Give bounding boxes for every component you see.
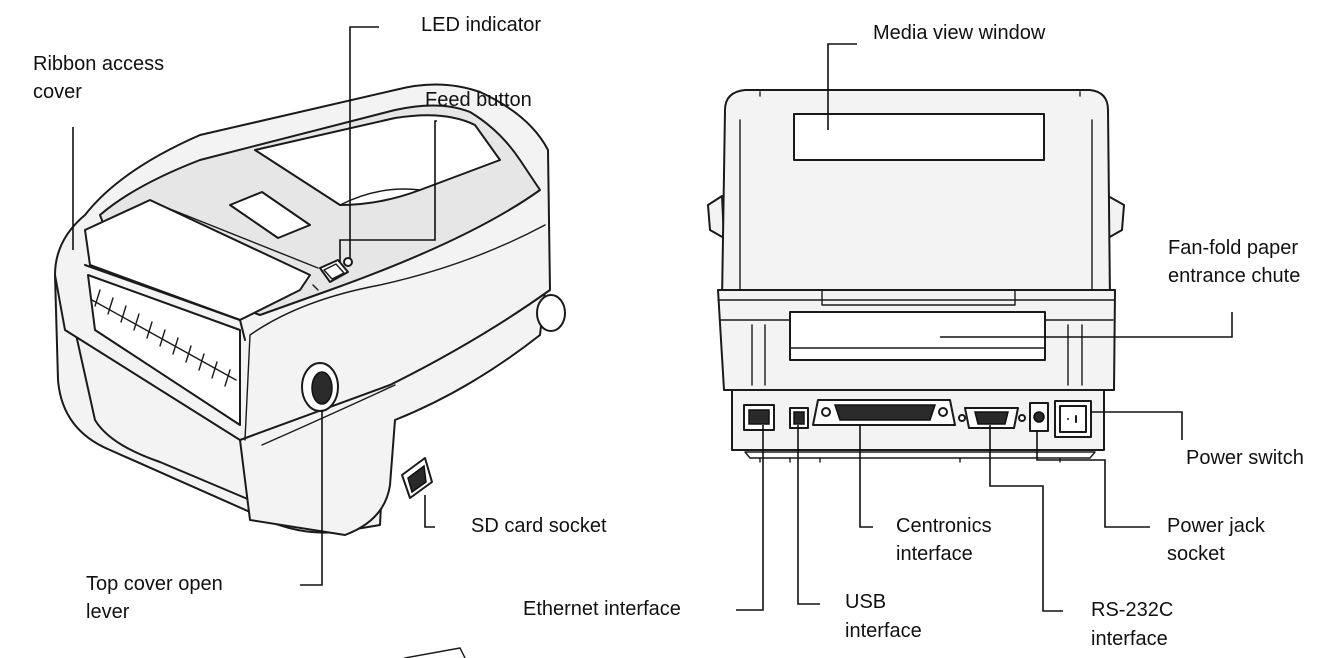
label-media-view-window: Media view window	[873, 22, 1046, 44]
label-ethernet-interface: Ethernet interface	[523, 598, 681, 620]
usb-port	[789, 407, 809, 429]
power-switch	[1054, 400, 1092, 438]
label-top-cover-lever-line2: lever	[86, 601, 130, 623]
ethernet-port	[743, 404, 775, 431]
paper-exit-slot	[87, 274, 241, 426]
fan-fold-paper-chute	[789, 311, 1046, 361]
power-jack-socket	[1029, 402, 1049, 432]
feed-button	[312, 259, 349, 291]
label-feed-button: Feed button	[425, 89, 532, 111]
tear-bar	[91, 289, 237, 387]
front-leader-lines	[72, 26, 437, 586]
side-knob	[536, 294, 566, 332]
top-media-window	[254, 114, 501, 206]
label-power-switch: Power switch	[1186, 447, 1304, 469]
label-rs232-line1: RS-232C	[1091, 599, 1173, 621]
rs232-port	[958, 407, 1026, 429]
label-sd-card-socket: SD card socket	[471, 515, 607, 537]
label-fan-fold-line1: Fan-fold paper	[1168, 237, 1298, 259]
label-usb-line1: USB	[845, 591, 886, 613]
label-top-cover-lever-line1: Top cover open	[86, 573, 223, 595]
label-centronics-line1: Centronics	[896, 515, 992, 537]
label-centronics-line2: interface	[896, 543, 973, 565]
right-ear	[1107, 195, 1125, 239]
page-corner-fragment	[404, 647, 466, 658]
printer-rear-view	[707, 89, 1125, 463]
left-ear	[707, 195, 725, 239]
centronics-port	[812, 399, 956, 426]
label-led-indicator: LED indicator	[421, 14, 541, 36]
top-cover-open-lever	[301, 362, 339, 412]
label-rs232-line2: interface	[1091, 628, 1168, 650]
label-usb-line2: interface	[845, 620, 922, 642]
label-power-jack-line1: Power jack	[1167, 515, 1266, 537]
rear-side-grooves	[751, 324, 1083, 386]
label-ribbon-access-cover-line2: cover	[33, 81, 82, 103]
label-power-jack-line2: socket	[1167, 543, 1225, 565]
label-ribbon-access-cover-line1: Ribbon access	[33, 53, 164, 75]
label-fan-fold-line2: entrance chute	[1168, 265, 1300, 287]
rear-leader-lines	[736, 43, 1233, 612]
sd-card-socket	[401, 457, 433, 499]
media-view-window	[793, 113, 1045, 161]
top-small-window	[229, 191, 311, 239]
printer-front-view	[54, 83, 566, 536]
led-indicator	[343, 257, 353, 267]
